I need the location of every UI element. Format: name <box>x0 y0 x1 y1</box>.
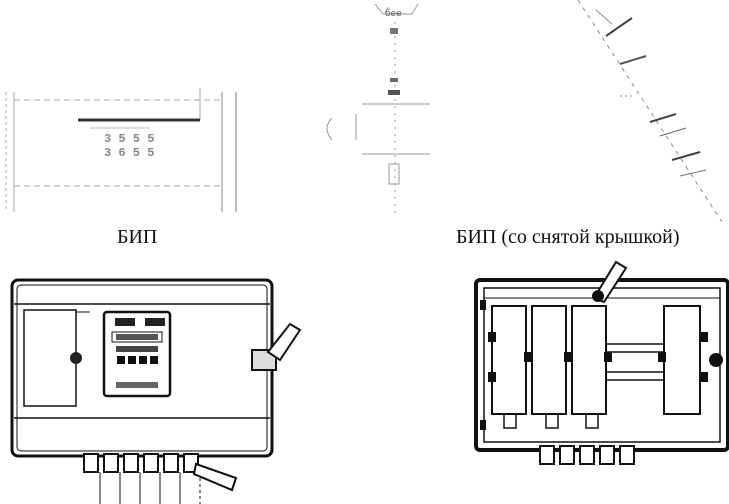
module-3 <box>571 305 607 415</box>
top-right-diagonal-view <box>577 0 723 223</box>
open-bottom-glands <box>539 445 635 465</box>
caption-open-unit: БИП (со снятой крышкой) <box>456 226 680 248</box>
top-middle-side-view: б̈ее <box>326 3 430 215</box>
bottom-cable <box>192 462 238 492</box>
open-enclosure <box>474 260 729 465</box>
digit-row-1: 3 5 5 5 <box>104 132 154 146</box>
closed-enclosure <box>10 278 302 504</box>
right-latch <box>251 349 277 371</box>
caption-closed-unit: БИП <box>117 226 158 248</box>
module-2 <box>531 305 567 415</box>
module-4 <box>663 305 701 415</box>
top-left-front-view <box>5 88 237 212</box>
hinge-knob <box>70 352 82 364</box>
module-1 <box>491 305 527 415</box>
right-cable-gland <box>266 322 302 362</box>
svg-text:б̈ее: б̈ее <box>385 7 402 19</box>
enclosure-housing <box>10 278 274 458</box>
top-left-digit-block: 3 5 5 5 3 6 5 5 <box>104 132 154 160</box>
display-window <box>102 310 172 398</box>
digit-row-2: 3 6 5 5 <box>104 146 154 160</box>
side-panel <box>23 309 77 407</box>
terminal-screw <box>709 353 723 367</box>
